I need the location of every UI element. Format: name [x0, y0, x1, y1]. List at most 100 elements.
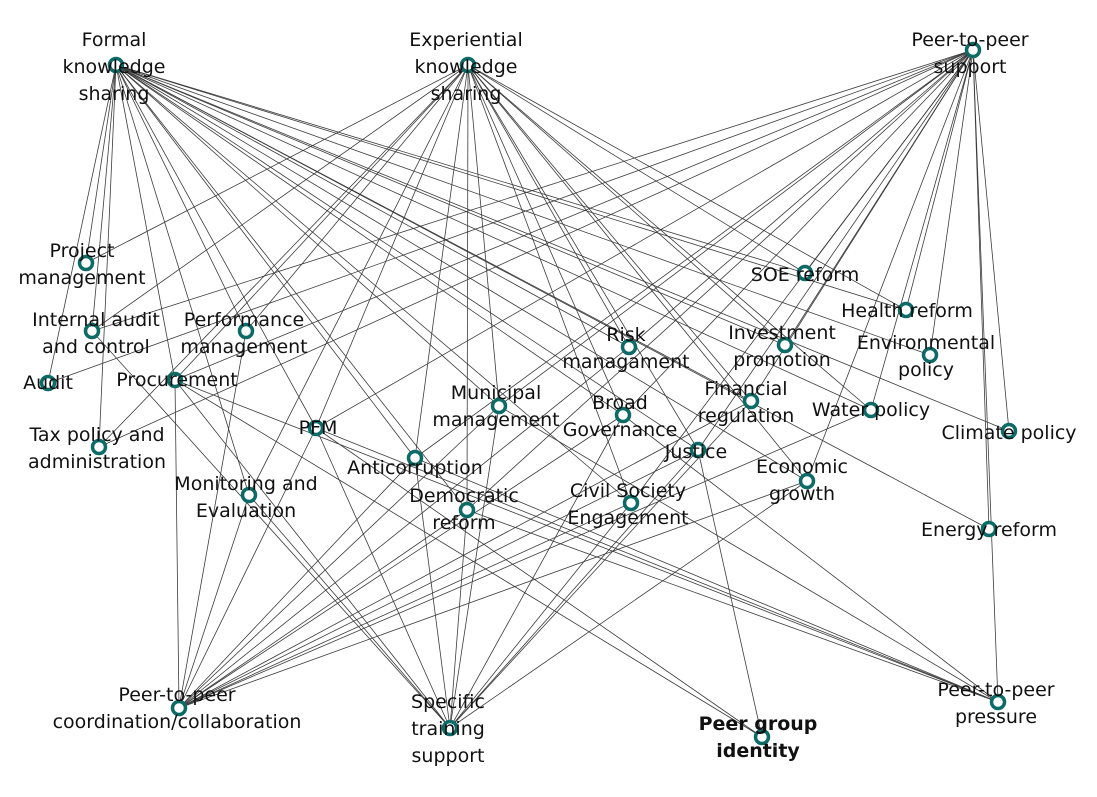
edge-formal-climate — [115, 64, 1010, 432]
node-label-line: training — [411, 718, 485, 740]
edge-p2p_pressure-municipal — [498, 405, 999, 703]
node-label-line: Internal audit — [32, 309, 160, 331]
node-soe[interactable] — [796, 264, 814, 282]
node-label-line: Investment — [728, 322, 836, 344]
edge-formal-procurement — [115, 64, 176, 381]
node-investment[interactable] — [776, 336, 794, 354]
edge-experiential-investment — [467, 64, 786, 346]
edge-p2p_coord-broad_gov — [178, 414, 624, 709]
edge-p2p_coord-water — [178, 409, 872, 709]
node-label-line: Formal — [82, 29, 147, 51]
node-label-line: Anticorruption — [347, 457, 483, 479]
node-label-line: PFM — [299, 417, 338, 439]
node-broad_gov[interactable] — [614, 406, 632, 424]
edge-formal-environmental — [115, 64, 931, 356]
node-label-peer_identity: Peer group identity — [699, 713, 818, 762]
edge-p2p_support-democratic — [466, 49, 974, 511]
edge-formal-municipal — [115, 64, 500, 407]
edge-p2p_support-risk — [628, 49, 974, 348]
node-label-line: Environmental — [857, 332, 995, 354]
node-label-training: Specific training support — [411, 691, 485, 767]
node-water[interactable] — [862, 401, 880, 419]
node-label-line: growth — [769, 483, 835, 505]
node-label-line: Evaluation — [196, 500, 296, 522]
edge-training-pfm — [315, 427, 451, 729]
edge-training-internal_audit — [91, 330, 451, 729]
edge-experiential-civil_society — [467, 64, 632, 504]
edge-experiential-internal_audit — [91, 64, 469, 332]
node-label-line: identity — [716, 740, 800, 762]
edge-p2p_support-pfm — [315, 49, 974, 429]
node-label-line: Specific — [411, 691, 485, 713]
node-formal[interactable] — [107, 56, 125, 74]
node-peer_identity[interactable] — [753, 728, 771, 746]
node-climate[interactable] — [1000, 422, 1018, 440]
edge-experiential-municipal — [467, 64, 500, 407]
edge-p2p_coord-anticorruption — [178, 457, 416, 709]
edge-formal-soe — [115, 64, 806, 274]
node-label-line: administration — [28, 451, 166, 473]
edge-training-justice — [449, 449, 699, 729]
node-label-soe: SOE reform — [751, 264, 859, 286]
edge-training-broad_gov — [449, 414, 624, 729]
edge-formal-civil_society — [115, 64, 632, 504]
node-p2p_pressure[interactable] — [989, 693, 1007, 711]
node-tax[interactable] — [90, 438, 108, 456]
node-label-line: Broad — [592, 392, 648, 414]
node-p2p_support[interactable] — [964, 41, 982, 59]
node-justice[interactable] — [689, 441, 707, 459]
node-label-line: sharing — [431, 83, 502, 105]
edge-p2p_coord-risk — [178, 346, 630, 709]
node-energy[interactable] — [980, 520, 998, 538]
node-performance_mgmt[interactable] — [237, 322, 255, 340]
node-label-line: management — [180, 336, 307, 358]
edge-formal-energy — [115, 64, 990, 530]
node-label-procurement: Procurement — [116, 369, 237, 391]
node-project_mgmt[interactable] — [77, 254, 95, 272]
node-democratic[interactable] — [458, 501, 476, 519]
node-label-line: Civil Society — [570, 480, 686, 502]
edge-formal-project_mgmt — [85, 64, 117, 264]
node-label-justice: Justice — [664, 441, 727, 463]
node-risk[interactable] — [620, 338, 638, 356]
node-audit[interactable] — [39, 374, 57, 392]
node-fin_reg[interactable] — [742, 392, 760, 410]
node-label-line: Peer-to-peer — [937, 679, 1054, 701]
node-internal_audit[interactable] — [83, 322, 101, 340]
node-experiential[interactable] — [459, 56, 477, 74]
edge-p2p_coord-mne — [178, 494, 250, 709]
node-label-line: Audit — [23, 372, 73, 394]
node-label-line: Project — [49, 240, 114, 262]
node-label-line: Peer group — [699, 713, 818, 735]
node-procurement[interactable] — [166, 371, 184, 389]
node-label-line: regulation — [698, 405, 795, 427]
node-label-line: Justice — [664, 441, 727, 463]
edge-p2p_support-municipal — [498, 49, 974, 407]
node-label-line: Financial — [704, 378, 787, 400]
node-economic[interactable] — [798, 472, 816, 490]
node-label-line: and control — [42, 336, 150, 358]
node-training[interactable] — [441, 719, 459, 737]
node-anticorruption[interactable] — [406, 449, 424, 467]
node-environmental[interactable] — [921, 346, 939, 364]
node-label-line: support — [412, 745, 485, 767]
edge-formal-anticorruption — [115, 64, 416, 459]
edge-peer_identity-justice — [697, 449, 763, 738]
node-mne[interactable] — [240, 486, 258, 504]
node-label-line: Economic — [756, 456, 848, 478]
node-civil_society[interactable] — [622, 494, 640, 512]
node-health[interactable] — [897, 301, 915, 319]
node-label-line: support — [934, 56, 1007, 78]
node-label-line: Climate policy — [941, 422, 1076, 444]
edge-experiential-economic — [467, 64, 808, 482]
node-p2p_coord[interactable] — [170, 699, 188, 717]
edge-formal-performance_mgmt — [115, 64, 247, 332]
node-pfm[interactable] — [307, 419, 325, 437]
edge-p2p_support-environmental — [929, 49, 974, 356]
node-municipal[interactable] — [490, 397, 508, 415]
edge-p2p_support-investment — [784, 49, 974, 346]
edge-p2p_support-health — [905, 49, 974, 311]
